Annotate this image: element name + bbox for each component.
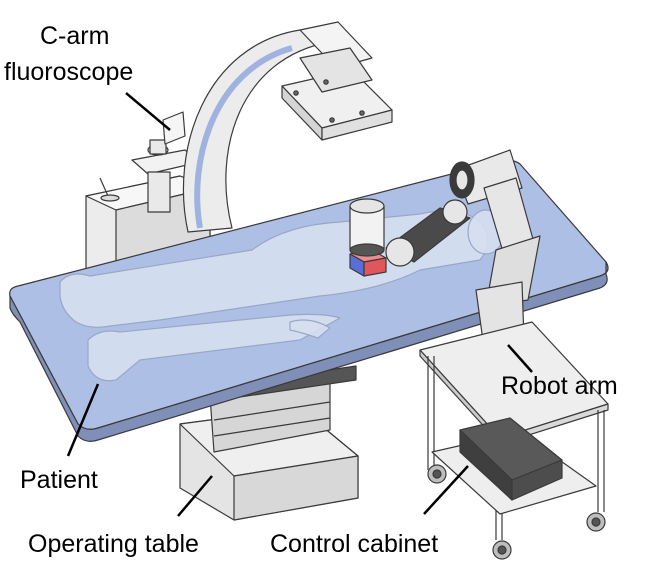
control-cabinet-cart: [419, 321, 609, 560]
robot-arm-label: Robot arm: [501, 372, 618, 400]
operating-table-label: Operating table: [28, 530, 199, 558]
c-arm-label-line1: C-arm: [40, 22, 110, 50]
tracking-marker: [349, 198, 387, 277]
c-arm-arc: [182, 21, 393, 233]
leader-control-cabinet: [423, 465, 469, 515]
patient-label: Patient: [20, 466, 98, 494]
leader-c-arm: [125, 92, 171, 131]
leader-patient: [66, 383, 100, 457]
leader-robot-arm: [507, 344, 533, 373]
leader-operating-table: [177, 475, 213, 517]
control-cabinet-label: Control cabinet: [270, 530, 439, 558]
c-arm-label-line2: fluoroscope: [4, 58, 134, 86]
leader-lines: [66, 92, 533, 517]
